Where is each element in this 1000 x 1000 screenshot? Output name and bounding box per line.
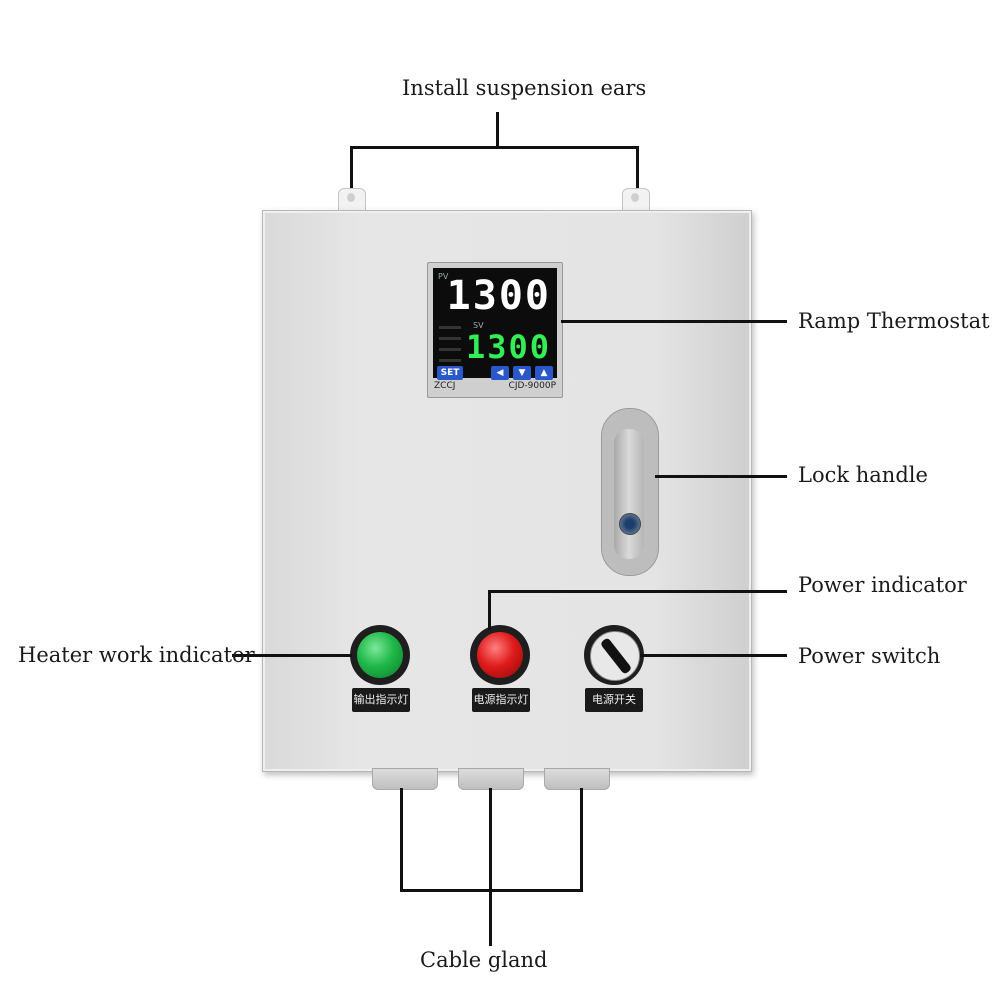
label-cable-gland: Cable gland (420, 948, 548, 972)
heater-work-indicator (350, 625, 410, 685)
label-power-switch: Power switch (798, 644, 941, 668)
thermostat-screen: PV 1300 SV 1300 SET ◀ ▼ ▲ (433, 268, 557, 380)
heater-plate: 输出指示灯 (352, 688, 410, 712)
sv-tag: SV (473, 321, 484, 330)
thermostat-model: CJD-9000P (508, 381, 556, 391)
suspension-ear-right (622, 188, 650, 212)
sv-value: 1300 (465, 328, 551, 366)
ears-line-right (636, 146, 639, 190)
status-leds (439, 326, 465, 370)
left-arrow-button[interactable]: ◀ (491, 366, 509, 380)
lock-leader-line (655, 475, 787, 478)
label-ramp-thermostat: Ramp Thermostat (798, 309, 990, 333)
label-lock-handle: Lock handle (798, 463, 928, 487)
pv-value: 1300 (446, 273, 551, 319)
gland-leader-right (580, 788, 583, 892)
label-power-indicator: Power indicator (798, 573, 967, 597)
power-indicator-leader-v (488, 590, 491, 630)
label-suspension-ears: Install suspension ears (402, 76, 647, 100)
ears-line-horizontal (350, 146, 639, 149)
gland-leader-horizontal (400, 889, 583, 892)
ears-line-vertical (496, 112, 499, 148)
pv-tag: PV (438, 272, 449, 281)
thermostat-leader-line (561, 320, 787, 323)
power-switch[interactable] (584, 625, 644, 685)
power-indicator (470, 625, 530, 685)
cable-gland-left (372, 768, 438, 790)
set-button[interactable]: SET (437, 366, 463, 380)
ears-line-left (350, 146, 353, 190)
down-arrow-button[interactable]: ▼ (513, 366, 531, 380)
power-indicator-leader-h (488, 590, 787, 593)
lock-handle[interactable] (601, 408, 659, 576)
gland-leader-middle (489, 788, 492, 946)
green-lamp (357, 632, 403, 678)
keyhole-icon (619, 513, 641, 535)
lock-grip (614, 429, 644, 559)
thermostat-brand: ZCCJ (434, 381, 456, 391)
power-switch-leader-line (640, 654, 787, 657)
up-arrow-button[interactable]: ▲ (535, 366, 553, 380)
ramp-thermostat: PV 1300 SV 1300 SET ◀ ▼ ▲ ZCCJ CJD-9000P (427, 262, 563, 398)
cable-gland-middle (458, 768, 524, 790)
red-lamp (477, 632, 523, 678)
power-switch-plate: 电源开关 (585, 688, 643, 712)
cable-gland-right (544, 768, 610, 790)
switch-knob[interactable] (590, 631, 640, 681)
power-indicator-plate: 电源指示灯 (472, 688, 530, 712)
suspension-ear-left (338, 188, 366, 212)
gland-leader-left (400, 788, 403, 892)
label-heater-work-indicator: Heater work indicator (18, 643, 255, 667)
heater-leader-line (232, 654, 352, 657)
